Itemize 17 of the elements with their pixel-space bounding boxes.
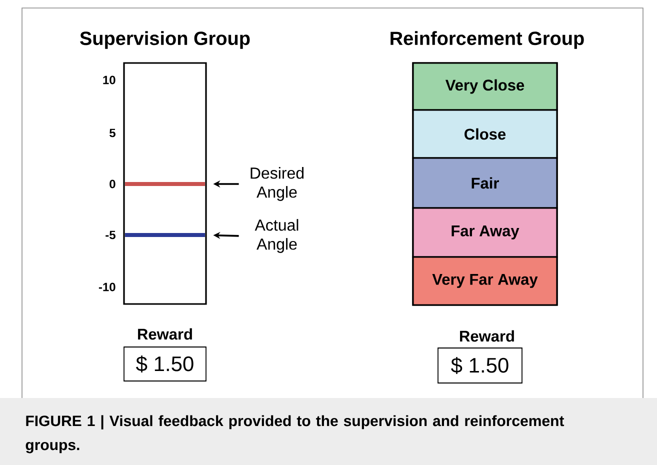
- group-heading: Supervision Group: [80, 31, 250, 49]
- tick-label: 5: [110, 128, 116, 138]
- pointer-label: Actual Angle: [254, 219, 298, 253]
- reward-box: $ 1.50: [124, 346, 206, 382]
- feedback-band: Fair: [412, 157, 558, 209]
- reward-heading: Reward: [460, 330, 514, 342]
- figure-caption: FIGURE 1 | Visual feedback provided to the supervision and reinforcement groups.: [26, 415, 564, 454]
- tick-label: -10: [98, 282, 116, 292]
- feedback-band: Far Away: [412, 207, 558, 258]
- reward-box: $ 1.50: [438, 348, 522, 384]
- group-heading: Reinforcement Group: [390, 31, 584, 49]
- reward-heading: Reward: [138, 328, 192, 340]
- feedback-band: Close: [412, 109, 558, 159]
- feedback-band: Very Close: [412, 62, 558, 111]
- tick-label: 10: [103, 76, 116, 84]
- pointer-label: Desired Angle: [250, 167, 304, 201]
- feedback-band: Very Far Away: [412, 256, 558, 306]
